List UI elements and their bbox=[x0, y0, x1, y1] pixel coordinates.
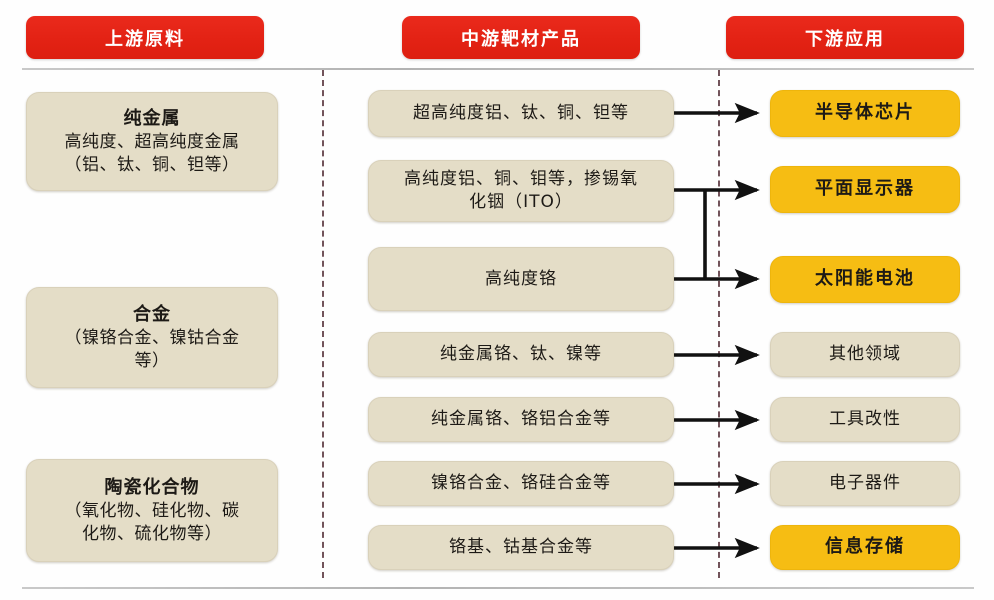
downstream-node-label: 其他领域 bbox=[829, 344, 901, 365]
downstream-node-information-storage[interactable]: 信息存储 bbox=[770, 525, 960, 570]
column-separator-right bbox=[718, 70, 720, 578]
downstream-node-label: 太阳能电池 bbox=[815, 268, 915, 290]
column-header-upstream: 上游原料 bbox=[26, 16, 264, 59]
midstream-node-line-1: 高纯度铬 bbox=[485, 268, 557, 289]
downstream-node-electronic-components[interactable]: 电子器件 bbox=[770, 461, 960, 506]
midstream-node-6[interactable]: 镍铬合金、铬硅合金等 bbox=[368, 461, 674, 506]
midstream-node-2[interactable]: 高纯度铝、铜、钼等，掺锡氧 化铟（ITO） bbox=[368, 160, 674, 222]
column-header-midstream-label: 中游靶材产品 bbox=[461, 28, 581, 50]
midstream-node-line-1: 铬基、钴基合金等 bbox=[449, 537, 593, 558]
midstream-node-7[interactable]: 铬基、钴基合金等 bbox=[368, 525, 674, 570]
downstream-node-label: 平面显示器 bbox=[815, 178, 915, 200]
midstream-node-line-1: 高纯度铝、铜、钼等，掺锡氧 bbox=[404, 169, 638, 190]
upstream-node-title: 陶瓷化合物 bbox=[104, 476, 200, 498]
upstream-node-title: 纯金属 bbox=[123, 107, 181, 129]
midstream-node-line-1: 纯金属铬、钛、镍等 bbox=[440, 344, 602, 365]
column-header-upstream-label: 上游原料 bbox=[105, 28, 185, 50]
midstream-node-1[interactable]: 超高纯度铝、钛、铜、钽等 bbox=[368, 90, 674, 137]
upstream-node-title: 合金 bbox=[133, 303, 171, 325]
downstream-node-flat-panel-display[interactable]: 平面显示器 bbox=[770, 166, 960, 213]
midstream-node-line-1: 纯金属铬、铬铝合金等 bbox=[431, 409, 611, 430]
upstream-node-pure-metal[interactable]: 纯金属 高纯度、超高纯度金属 （铝、钛、铜、钽等） bbox=[26, 92, 278, 191]
downstream-node-other-fields[interactable]: 其他领域 bbox=[770, 332, 960, 377]
midstream-node-line-1: 超高纯度铝、钛、铜、钽等 bbox=[413, 103, 629, 124]
downstream-node-label: 半导体芯片 bbox=[815, 102, 915, 124]
downstream-node-label: 信息存储 bbox=[825, 536, 905, 558]
upstream-node-subline-1: （镍铬合金、镍钴合金 bbox=[64, 327, 240, 348]
upstream-node-subline-2: 等） bbox=[134, 350, 170, 371]
column-separator-left bbox=[322, 70, 324, 578]
column-header-downstream: 下游应用 bbox=[726, 16, 964, 59]
upstream-node-subline-1: 高纯度、超高纯度金属 bbox=[64, 131, 240, 152]
bottom-divider-line bbox=[22, 587, 974, 589]
upstream-node-subline-2: （铝、钛、铜、钽等） bbox=[64, 154, 240, 175]
upstream-node-ceramic-compound[interactable]: 陶瓷化合物 （氧化物、硅化物、碳 化物、硫化物等） bbox=[26, 459, 278, 562]
upstream-node-alloy[interactable]: 合金 （镍铬合金、镍钴合金 等） bbox=[26, 287, 278, 388]
midstream-node-3[interactable]: 高纯度铬 bbox=[368, 247, 674, 311]
midstream-node-4[interactable]: 纯金属铬、钛、镍等 bbox=[368, 332, 674, 377]
midstream-node-line-1: 镍铬合金、铬硅合金等 bbox=[431, 473, 611, 494]
upstream-node-subline-1: （氧化物、硅化物、碳 bbox=[64, 500, 240, 521]
column-header-downstream-label: 下游应用 bbox=[805, 28, 885, 50]
top-divider-line bbox=[22, 68, 974, 70]
downstream-node-solar-cell[interactable]: 太阳能电池 bbox=[770, 256, 960, 303]
midstream-node-line-2: 化铟（ITO） bbox=[469, 192, 573, 212]
downstream-node-label: 电子器件 bbox=[829, 473, 901, 494]
downstream-node-semiconductor-chip[interactable]: 半导体芯片 bbox=[770, 90, 960, 137]
downstream-node-label: 工具改性 bbox=[829, 409, 901, 430]
column-header-midstream: 中游靶材产品 bbox=[402, 16, 640, 59]
midstream-node-5[interactable]: 纯金属铬、铬铝合金等 bbox=[368, 397, 674, 442]
upstream-node-subline-2: 化物、硫化物等） bbox=[82, 523, 222, 544]
downstream-node-tool-modification[interactable]: 工具改性 bbox=[770, 397, 960, 442]
